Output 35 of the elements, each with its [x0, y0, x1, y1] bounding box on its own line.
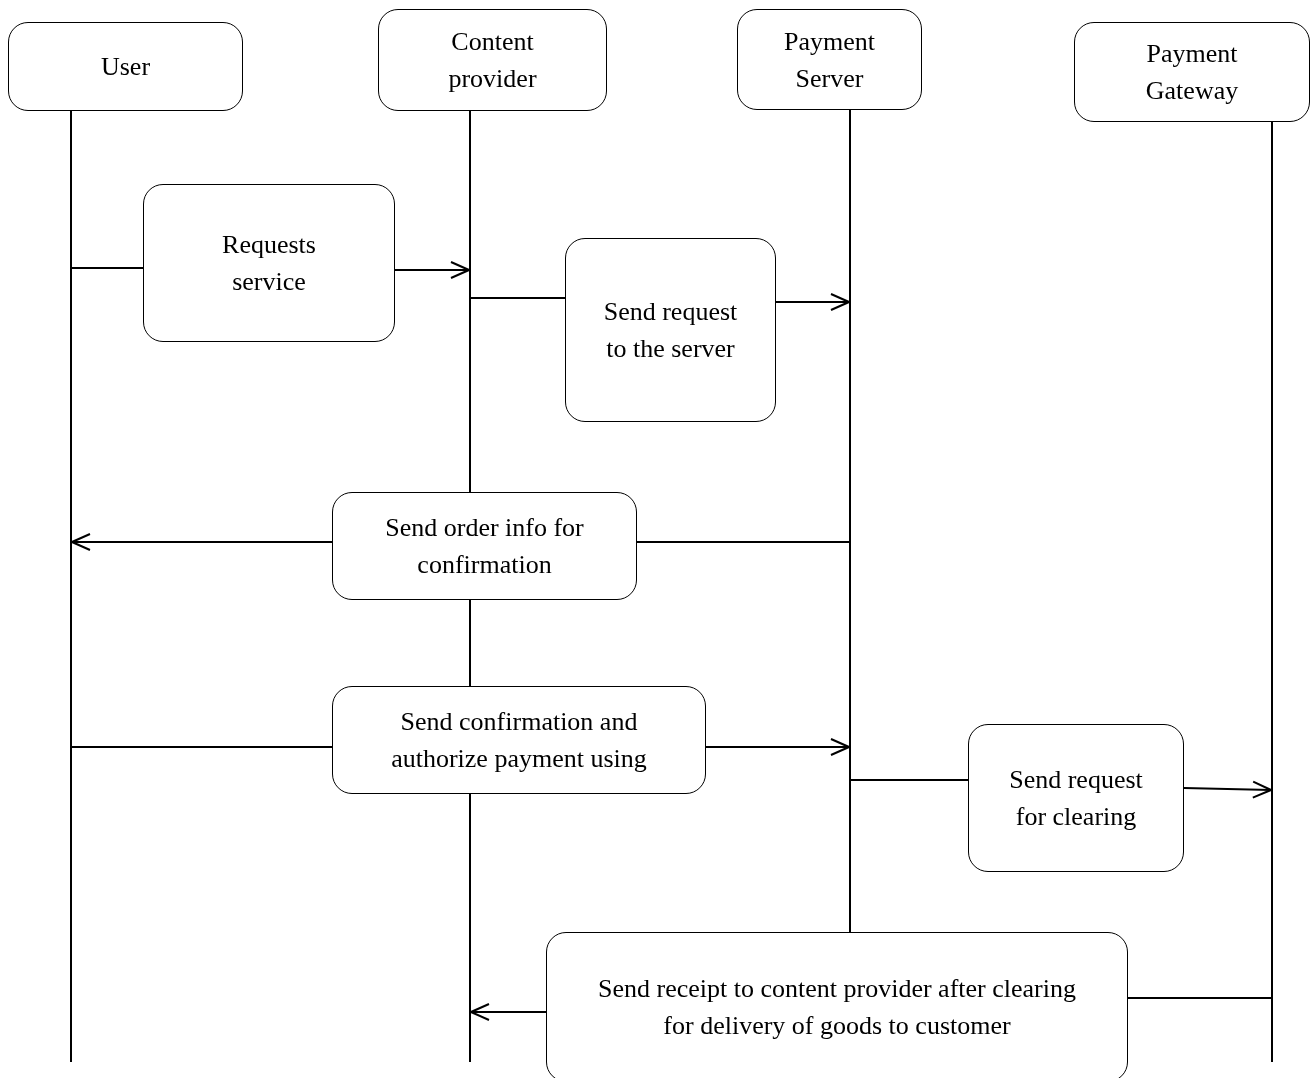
connector-line — [71, 746, 333, 748]
connector-line — [636, 541, 850, 543]
message-box — [565, 238, 776, 422]
message-arrow — [1183, 780, 1272, 799]
participant-label: Payment Gateway — [1144, 38, 1240, 107]
participant-label: Content provider — [447, 26, 538, 95]
participant-label: Payment Server — [783, 25, 876, 95]
message-label: Send request to the server — [602, 296, 739, 365]
message-label: Send order info for confirmation — [384, 512, 585, 581]
connector-line — [850, 779, 969, 781]
lifeline — [1271, 122, 1273, 1062]
message-arrow — [394, 261, 470, 279]
message-arrow — [775, 293, 850, 311]
message-box — [546, 932, 1128, 1078]
message-arrow — [470, 1003, 547, 1021]
message-box — [968, 724, 1184, 872]
lifeline-head-box — [8, 22, 243, 111]
message-arrow — [71, 533, 333, 551]
message-box — [143, 184, 395, 342]
connector-line — [1127, 997, 1272, 999]
message-arrow — [705, 738, 850, 756]
participant-label: User — [100, 51, 151, 83]
lifeline-head-box — [1074, 22, 1310, 122]
connector-line — [71, 267, 144, 269]
lifeline — [849, 110, 851, 932]
message-box — [332, 492, 637, 600]
message-label: Send receipt to content provider after clearing for delivery of goods to customer — [597, 973, 1077, 1042]
connector-line — [470, 297, 566, 299]
message-label: Send request for clearing — [1008, 764, 1144, 833]
lifeline-head-box — [378, 9, 607, 111]
lifeline-head-box — [737, 9, 922, 110]
message-box — [332, 686, 706, 794]
lifeline — [70, 111, 72, 1062]
message-label: Send confirmation and authorize payment using — [390, 706, 648, 775]
message-label: Requests service — [221, 229, 317, 298]
